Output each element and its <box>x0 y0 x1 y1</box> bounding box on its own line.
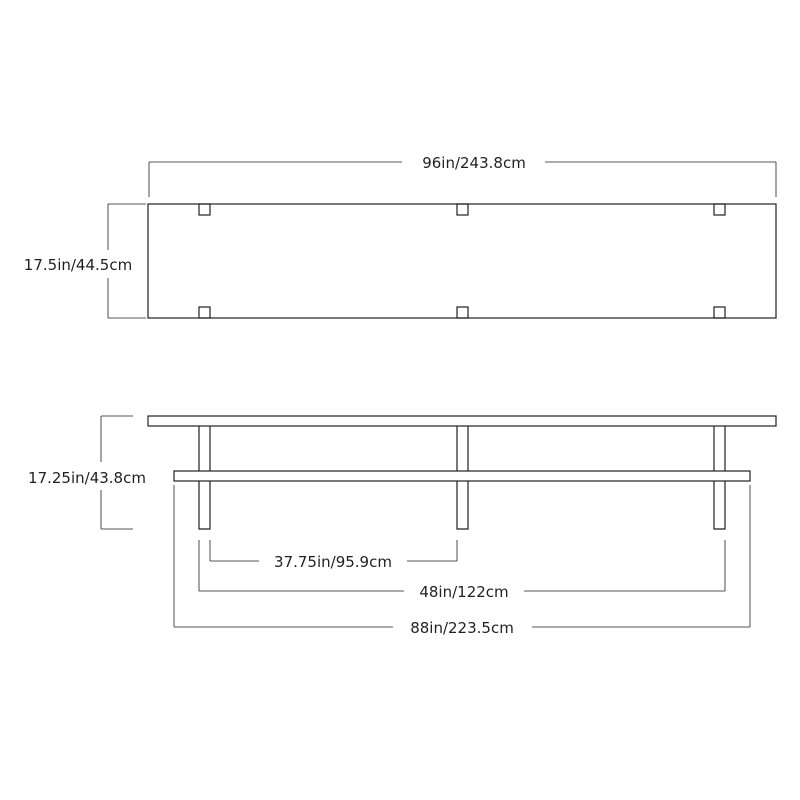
leg-mark <box>713 306 726 319</box>
lower-shelf-label: 88in/223.5cm <box>410 619 514 637</box>
top-width-label: 96in/243.8cm <box>422 154 526 172</box>
leg <box>456 426 469 530</box>
leg <box>198 426 211 530</box>
bench-top-side <box>147 415 777 427</box>
front-height-dimension: 17.25in/43.8cm <box>28 415 146 530</box>
lower-shelf-dimension: 88in/223.5cm <box>173 485 751 637</box>
front-height-label: 17.25in/43.8cm <box>28 469 146 487</box>
top-depth-dimension: 17.5in/44.5cm <box>24 203 146 319</box>
bench-top-outline <box>147 203 777 319</box>
leg-spacing-dimension: 37.75in/95.9cm <box>209 540 458 571</box>
leg-mark <box>713 203 726 216</box>
leg-mark <box>456 306 469 319</box>
top-width-dimension: 96in/243.8cm <box>148 154 777 197</box>
leg-spacing-label: 37.75in/95.9cm <box>274 553 392 571</box>
legs <box>198 426 726 530</box>
outer-leg-span-dimension: 48in/122cm <box>198 540 726 601</box>
front-view: 17.25in/43.8cm 37.75in/95.9cm 48in/122cm <box>28 415 777 637</box>
lower-shelf <box>173 470 751 482</box>
outer-leg-span-label: 48in/122cm <box>419 583 508 601</box>
top-depth-label: 17.5in/44.5cm <box>24 256 132 274</box>
leg-mark <box>198 203 211 216</box>
leg <box>713 426 726 530</box>
leg-mark <box>198 306 211 319</box>
leg-mark <box>456 203 469 216</box>
top-view: 96in/243.8cm 17.5in/44.5cm <box>24 154 777 319</box>
